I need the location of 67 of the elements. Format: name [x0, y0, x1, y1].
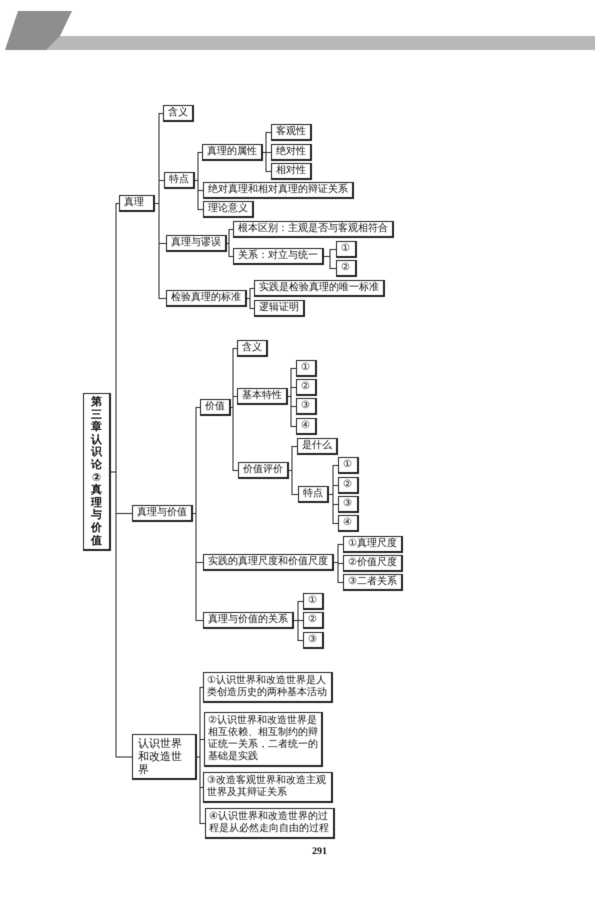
connector-line: [110, 472, 132, 758]
topic-box: ③改造客观世界和改造主观世界及其辩证关系: [203, 772, 333, 803]
connector-line: [324, 256, 336, 269]
page-number: 291: [312, 846, 327, 857]
topic-box: ②认识世界和改造世界是相互依赖、相互制约的辩证统一关系，二者统一的基础是实践: [204, 712, 323, 767]
topic-box: 认识世界和改造世界: [132, 734, 197, 780]
topic-box: ③: [296, 398, 317, 415]
connector-line: [226, 229, 234, 244]
topic-box: 实践是检验真理的唯一标准: [254, 280, 385, 297]
connector-line: [288, 470, 298, 495]
connector-line: [196, 739, 204, 758]
topic-box: 价值: [200, 399, 231, 416]
connector-line: [226, 243, 234, 257]
topic-box: 检验真理的标准: [166, 290, 247, 307]
topic-box: 价值评价: [238, 462, 289, 479]
topic-box: 实践的真理尺度和价值尺度: [203, 554, 334, 571]
topic-box: ①真理尺度: [343, 536, 403, 553]
topic-box: ①: [336, 241, 357, 258]
topic-box: ①: [303, 593, 324, 610]
connector-line: [262, 132, 272, 153]
topic-box: 含义: [163, 105, 194, 122]
topic-box: 真理与谬误: [166, 235, 227, 252]
connector-line: [230, 407, 238, 471]
connector-line: [196, 756, 206, 824]
topic-box: 特点: [164, 172, 195, 189]
topic-box: ①认识世界和改造世界是人类创造历史的两种基本活动: [203, 672, 333, 703]
topic-box: ②: [338, 477, 359, 494]
topic-box: 真理与价值的关系: [203, 612, 294, 629]
topic-box: 相对性: [271, 163, 312, 180]
topic-box: 客观性: [271, 124, 312, 141]
topic-box: 关系：对立与统一: [233, 248, 324, 265]
connector-line: [230, 396, 238, 408]
topic-box: ②: [303, 612, 324, 629]
topic-box: ①: [296, 360, 317, 377]
topic-box: ③: [338, 496, 359, 513]
connector-line: [246, 298, 254, 309]
topic-box: ④: [296, 418, 317, 435]
topic-box: 特点: [298, 486, 329, 503]
chapter-title-box: 第三章认识论②真理与价值: [83, 393, 111, 552]
topic-box: 绝对性: [271, 144, 312, 161]
topic-box: ②: [336, 260, 357, 277]
topic-box: ②: [296, 379, 317, 396]
topic-box: ①: [338, 457, 359, 474]
connector-line: [246, 288, 254, 299]
topic-box: ②价值尺度: [343, 555, 403, 572]
topic-box: 基本特性: [237, 388, 288, 405]
topic-box: ④认识世界和改造世界的过程是从必然走向自由的过程: [205, 808, 335, 839]
connector-line: [194, 180, 204, 210]
connector-line: [288, 387, 296, 397]
connector-line: [192, 513, 204, 621]
topic-box: 绝对真理和相对真理的辩证关系: [203, 182, 354, 199]
topic-box: ③: [303, 632, 324, 649]
topic-box: 逻辑证明: [254, 300, 305, 317]
connector-line: [288, 396, 296, 427]
topic-box: 真理的属性: [202, 144, 263, 161]
connector-line: [194, 152, 202, 181]
topic-box: 真理与价值: [132, 505, 193, 522]
topic-box: 含义: [237, 340, 268, 357]
connector-line: [262, 152, 272, 172]
connector-line: [192, 407, 200, 514]
topic-box: ③二者关系: [343, 574, 403, 591]
topic-box: 根本区别：主观是否与客观相符合: [233, 221, 394, 238]
topic-box: 是什么: [297, 438, 338, 455]
connector-line: [288, 446, 298, 471]
topic-box: 理论意义: [203, 201, 254, 218]
topic-box: 真理: [119, 195, 155, 212]
topic-box: ④: [338, 515, 359, 532]
